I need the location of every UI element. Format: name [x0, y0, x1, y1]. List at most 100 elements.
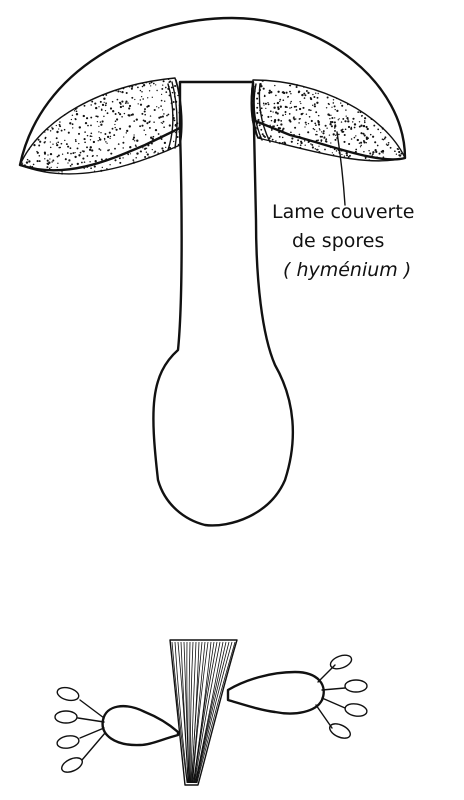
spore-dot	[268, 91, 271, 94]
spore-dot	[173, 119, 176, 122]
spore-dot	[83, 167, 85, 170]
spore-dot	[276, 112, 279, 115]
label-line-2: de spores	[292, 230, 384, 252]
spore-dot	[83, 161, 86, 163]
spore-dot	[25, 161, 29, 164]
tissue-hatch-line	[194, 641, 224, 784]
spore-dot	[313, 103, 316, 106]
spore-dot	[316, 148, 319, 151]
spore-dot	[131, 85, 134, 88]
spore-dot	[293, 105, 296, 108]
spore-dot	[114, 123, 116, 126]
spore-dot	[29, 165, 32, 167]
spore-dot	[117, 143, 120, 145]
spore-dot	[146, 153, 149, 156]
spore-dot	[52, 143, 54, 145]
spore-dot	[333, 105, 336, 108]
spore-dot	[389, 146, 392, 149]
spore-dot	[161, 122, 164, 124]
spore-dot	[329, 118, 331, 120]
spore-dot	[341, 128, 344, 131]
spore-dot	[353, 126, 356, 129]
spore-dot	[50, 166, 52, 169]
spore-dot	[90, 167, 92, 170]
spore-dot	[31, 165, 34, 168]
spore-dot	[151, 96, 153, 98]
spore-dot	[91, 149, 94, 152]
spore-dot	[161, 87, 164, 90]
spore-dot	[77, 132, 81, 135]
spore-dot	[99, 138, 102, 141]
spore-dot	[114, 147, 116, 150]
spore-dot	[74, 118, 77, 121]
spore-dot	[133, 134, 135, 136]
spore-dot	[117, 111, 120, 114]
spore-dot	[71, 163, 73, 166]
spore-dot	[82, 150, 85, 153]
spore-dot	[146, 122, 149, 125]
spore-dot	[293, 133, 295, 136]
spore-dot	[55, 124, 57, 127]
spore-dot	[122, 141, 125, 144]
spore-dot	[364, 117, 367, 120]
spore-dot	[326, 127, 328, 129]
spore-dot	[153, 121, 155, 123]
spore-dot	[363, 134, 366, 137]
spore-dot	[162, 120, 165, 123]
spore-dot	[332, 99, 335, 101]
spore-dot	[325, 138, 328, 141]
spore-dot	[52, 159, 55, 162]
spore-dot	[103, 97, 106, 100]
tissue-hatch-line	[180, 641, 189, 784]
spore-dot	[135, 84, 137, 86]
spore-dot	[281, 136, 284, 139]
spore-dot	[76, 147, 79, 150]
spore-dot	[334, 138, 337, 141]
spore-dot	[150, 85, 152, 87]
spore	[56, 686, 80, 702]
spore	[329, 654, 353, 670]
spore-dot	[349, 154, 351, 157]
spore-dot	[289, 90, 291, 93]
spore-dot	[128, 85, 131, 88]
spore-dot	[51, 127, 54, 130]
spore-dot	[312, 104, 314, 106]
spore-dot	[264, 102, 267, 105]
spore-dot	[288, 113, 291, 115]
tissue-hatch-line	[194, 641, 221, 784]
spore-dot	[151, 149, 153, 151]
spore-dot	[365, 125, 368, 129]
spore-dot	[44, 158, 46, 160]
spore-dot	[123, 112, 126, 115]
spore-dot	[69, 165, 72, 167]
spore-dot	[92, 140, 96, 144]
spore-dot	[125, 91, 128, 95]
spore-dot	[316, 101, 319, 104]
spore-dot	[334, 108, 336, 111]
spore-dot	[267, 103, 270, 106]
spore-dot	[295, 105, 298, 108]
spore-dot	[55, 142, 58, 144]
spore-dot	[307, 131, 310, 134]
spore-dot	[101, 159, 103, 161]
spore-dot	[368, 149, 370, 152]
spore-dot	[351, 121, 354, 123]
spore-dot	[104, 133, 107, 135]
spore-dot	[373, 124, 376, 127]
spore-dot	[74, 151, 76, 154]
spore-dot	[163, 113, 165, 115]
spore-dot	[67, 162, 69, 164]
spore-dot	[299, 144, 302, 147]
spore-dot	[395, 153, 398, 155]
spore-dot	[256, 97, 259, 100]
spore-dot	[51, 126, 53, 128]
spore-dot	[163, 100, 166, 102]
spore-dot	[278, 131, 281, 134]
tissue-hatch-line	[192, 641, 209, 784]
spore-dot	[366, 127, 369, 131]
spore-dot	[174, 84, 177, 88]
spore-dot	[69, 122, 72, 125]
spore-dot	[354, 150, 357, 154]
spore-dot	[321, 131, 323, 133]
